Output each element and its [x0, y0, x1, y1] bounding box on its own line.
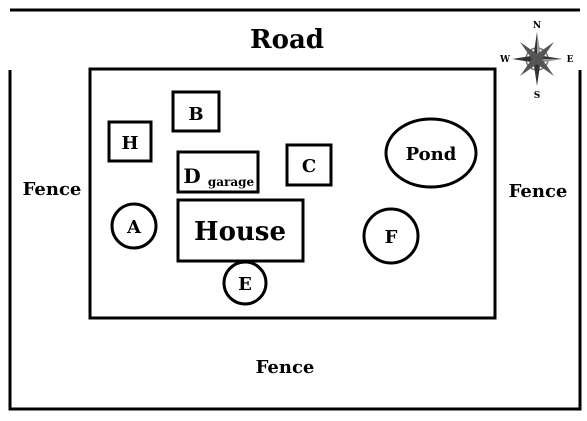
building-h-label: H [121, 133, 138, 154]
road-label: Road [250, 25, 324, 55]
compass-e: E [567, 55, 574, 65]
pond-label: Pond [406, 144, 457, 165]
marker-f [362, 207, 420, 265]
marker-a-label: A [126, 217, 142, 238]
fence-label-bottom: Fence [256, 357, 315, 378]
building-h [107, 120, 153, 163]
building-c-label: C [302, 156, 316, 177]
outer-fence [8, 70, 582, 411]
building-b-label: B [188, 104, 203, 125]
compass-rose-icon: N S W E [499, 21, 574, 101]
fence-label-left: Fence [23, 179, 82, 200]
marker-e-label: E [238, 274, 252, 295]
marker-f-label: F [385, 227, 398, 248]
pond [384, 117, 478, 189]
house-label: House [194, 217, 286, 247]
yard-boundary [88, 67, 497, 320]
building-b [171, 90, 221, 133]
garage-word: garage [208, 175, 255, 189]
building-garage [176, 150, 260, 194]
marker-a [110, 202, 158, 250]
building-c [285, 143, 333, 187]
compass-s: S [534, 91, 541, 101]
compass-n: N [533, 21, 541, 31]
fence-label-right: Fence [509, 181, 568, 202]
marker-e [222, 260, 268, 306]
garage-letter: D [183, 164, 200, 188]
house [176, 198, 305, 263]
compass-w: W [499, 55, 511, 65]
